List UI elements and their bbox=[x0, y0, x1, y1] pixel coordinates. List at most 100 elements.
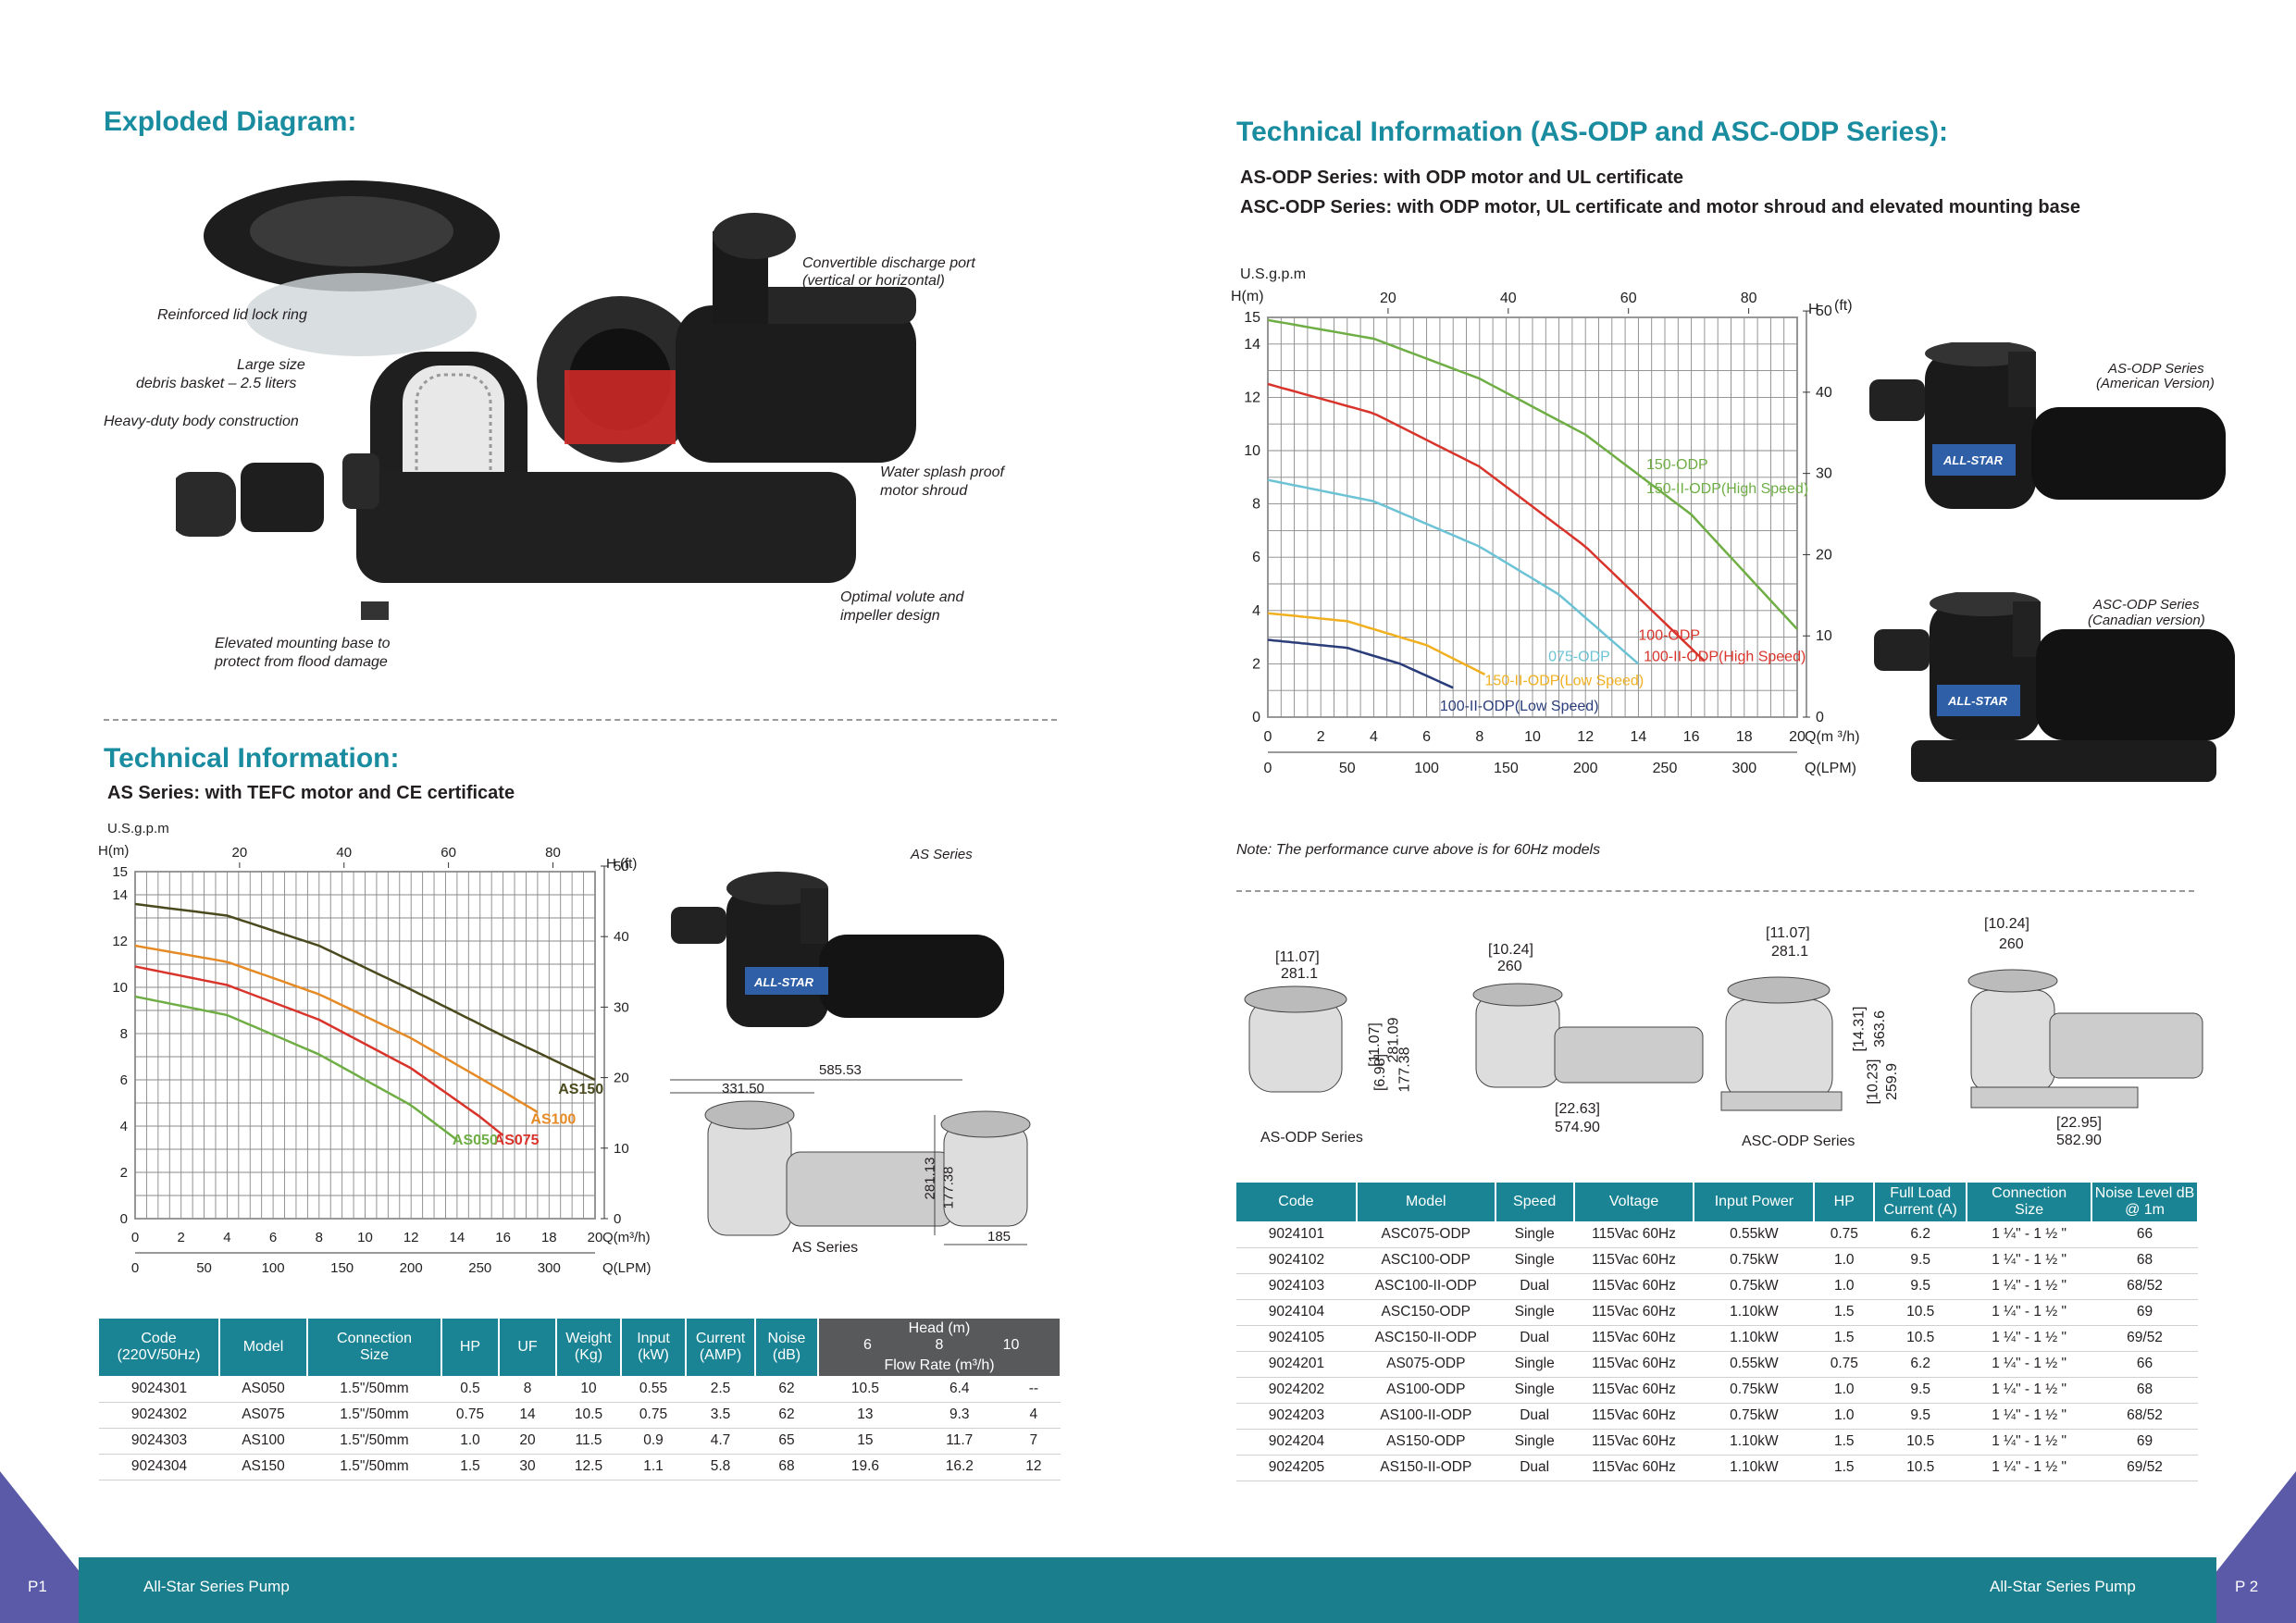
asc-odp-subtitle: ASC-ODP Series: with ODP motor, UL certi… bbox=[1240, 197, 2080, 217]
table-cell: 0.55kW bbox=[1694, 1221, 1815, 1248]
table-cell: 1.0 bbox=[441, 1428, 499, 1455]
ft-tick-label: 50 bbox=[614, 859, 629, 874]
table-cell: 0.9 bbox=[621, 1428, 686, 1455]
table-cell: 0.75 bbox=[1814, 1221, 1875, 1248]
table-cell: 0.75 bbox=[621, 1402, 686, 1429]
table-cell: 115Vac 60Hz bbox=[1573, 1325, 1694, 1352]
odp-dim-260b: 260 bbox=[1999, 936, 2024, 952]
table-cell: 11.7 bbox=[912, 1428, 1007, 1455]
odp-dim-1431: [14.31] bbox=[1851, 1006, 1868, 1052]
table-cell: Single bbox=[1495, 1377, 1574, 1404]
callout-lid-lock-ring: Reinforced lid lock ring bbox=[157, 307, 307, 323]
asc-odp-brand-text: ALL-STAR bbox=[1947, 694, 2008, 708]
table-cell: 115Vac 60Hz bbox=[1573, 1351, 1694, 1378]
asc-odp-photo-label1: ASC-ODP Series bbox=[2093, 597, 2200, 613]
table-cell: 9024204 bbox=[1236, 1429, 1357, 1456]
x-tick-label: 6 bbox=[1422, 729, 1431, 745]
as-odp-photo-label1: AS-ODP Series bbox=[2108, 361, 2204, 377]
table-cell: 10.5 bbox=[1874, 1429, 1967, 1456]
table-cell: AS100-II-ODP bbox=[1356, 1403, 1496, 1430]
ft-tick-label: 30 bbox=[1816, 466, 1832, 482]
odp-dim-1024a: [10.24] bbox=[1488, 942, 1533, 958]
table-cell: 68 bbox=[2091, 1247, 2198, 1274]
top-axis-label: U.S.g.p.m bbox=[1240, 266, 1306, 282]
x-tick-label: 4 bbox=[223, 1230, 230, 1245]
callout-volute-line1: Optimal volute and bbox=[840, 589, 964, 605]
table-cell: 6.2 bbox=[1874, 1351, 1967, 1378]
gpm-tick-label: 80 bbox=[545, 845, 561, 861]
series-line-0 bbox=[1267, 318, 1798, 630]
table-cell: 66 bbox=[2091, 1221, 2198, 1248]
table-cell: 10 bbox=[556, 1376, 621, 1403]
as-th-model: Model bbox=[219, 1319, 308, 1376]
table-cell: 19.6 bbox=[818, 1454, 912, 1481]
y-tick-label: 8 bbox=[1252, 497, 1260, 513]
table-cell: 1.5 bbox=[1814, 1325, 1875, 1352]
series-line-1 bbox=[1267, 382, 1706, 663]
as-odp-dim-label: AS-ODP Series bbox=[1260, 1130, 1363, 1146]
x-axis-label-lpm: Q(LPM) bbox=[1805, 761, 1856, 776]
table-cell: 115Vac 60Hz bbox=[1573, 1247, 1694, 1274]
odp-dim-2263: [22.63] bbox=[1555, 1101, 1600, 1117]
y2-axis-label: H bbox=[1808, 302, 1819, 317]
y-tick-label: 6 bbox=[120, 1072, 128, 1088]
table-cell: 0.55 bbox=[621, 1376, 686, 1403]
table-cell: 0.75 bbox=[1814, 1351, 1875, 1378]
table-cell: AS150-ODP bbox=[1356, 1429, 1496, 1456]
y-axis-label: H(m) bbox=[98, 843, 129, 859]
table-cell: 1.10kW bbox=[1694, 1325, 1815, 1352]
x-axis-label: Q(m³/h) bbox=[602, 1230, 651, 1245]
x-tick-label: 20 bbox=[1789, 729, 1806, 745]
table-cell: 10.5 bbox=[1874, 1325, 1967, 1352]
series-label: 075-ODP bbox=[1548, 650, 1610, 665]
y-tick-label: 15 bbox=[112, 864, 128, 880]
lpm-tick-label: 50 bbox=[196, 1260, 212, 1276]
table-cell: 9.5 bbox=[1874, 1403, 1967, 1430]
table-cell: 1.5"/50mm bbox=[307, 1376, 441, 1403]
table-cell: 68 bbox=[755, 1454, 818, 1481]
tech-info-title: Technical Information: bbox=[104, 743, 400, 774]
lpm-tick-label: 0 bbox=[1264, 761, 1272, 776]
table-cell: 1.5"/50mm bbox=[307, 1402, 441, 1429]
page-number-right: P 2 bbox=[2235, 1578, 2259, 1595]
table-cell: 0.75kW bbox=[1694, 1247, 1815, 1274]
series-label: 150-II-ODP(Low Speed) bbox=[1485, 673, 1644, 688]
table-cell: 9024202 bbox=[1236, 1377, 1357, 1404]
gpm-tick-label: 20 bbox=[232, 845, 248, 861]
x-tick-label: 8 bbox=[316, 1230, 323, 1245]
gpm-tick-label: 40 bbox=[1500, 291, 1517, 306]
as-series-dim-label: AS Series bbox=[792, 1240, 859, 1256]
table-cell: 69/52 bbox=[2091, 1455, 2198, 1481]
as-series-photo: ALL-STAR bbox=[671, 872, 1004, 1027]
lpm-tick-label: 100 bbox=[262, 1260, 285, 1276]
table-cell: 1 ¼" - 1 ½ " bbox=[1967, 1325, 2092, 1352]
odp-th-2: Speed bbox=[1495, 1183, 1575, 1221]
table-cell: 1.5 bbox=[1814, 1299, 1875, 1326]
as-odp-brand-text: ALL-STAR bbox=[1942, 453, 2004, 467]
table-cell: 3.5 bbox=[686, 1402, 755, 1429]
x-tick-label: 0 bbox=[131, 1230, 139, 1245]
series-line-2 bbox=[134, 965, 504, 1136]
x-tick-label: 14 bbox=[1631, 729, 1647, 745]
y2-axis-label: H (ft) bbox=[606, 856, 637, 872]
table-cell: Single bbox=[1495, 1247, 1574, 1274]
ft-tick-label: 30 bbox=[614, 999, 629, 1015]
table-cell: AS150 bbox=[219, 1454, 307, 1481]
table-cell: 68/52 bbox=[2091, 1273, 2198, 1300]
table-cell: 69 bbox=[2091, 1299, 2198, 1326]
table-cell: 11.5 bbox=[556, 1428, 621, 1455]
table-cell: 10.5 bbox=[556, 1402, 621, 1429]
series-line-1 bbox=[134, 944, 539, 1114]
as-dim-281: 281.13 bbox=[922, 1157, 938, 1200]
exploded-diagram-illustration bbox=[176, 180, 916, 620]
series-label: AS150 bbox=[558, 1082, 603, 1097]
table-cell: 66 bbox=[2091, 1351, 2198, 1378]
y-tick-label: 10 bbox=[112, 980, 128, 996]
ft-tick-label: 20 bbox=[1816, 547, 1832, 563]
table-cell: 62 bbox=[755, 1376, 818, 1403]
x-tick-label: 10 bbox=[1524, 729, 1541, 745]
callout-port-line1: Convertible discharge port bbox=[802, 255, 975, 271]
y-tick-label: 6 bbox=[1252, 550, 1260, 565]
callout-basket-line2: debris basket – 2.5 liters bbox=[136, 376, 297, 391]
